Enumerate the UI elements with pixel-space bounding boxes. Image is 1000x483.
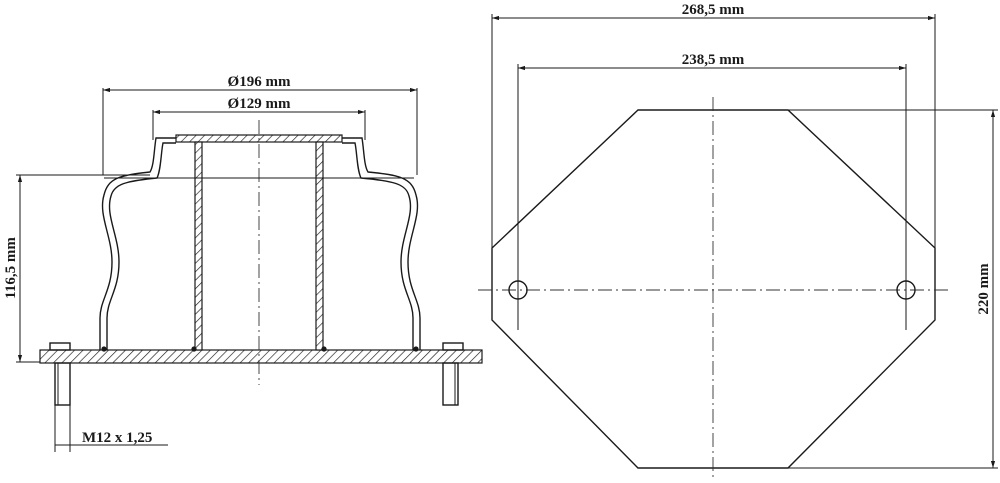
dim-overall-width-label: 268,5 mm [682, 2, 745, 18]
dim-overall-width: 268,5 mm [491, 2, 936, 250]
dim-height: 116,5 mm [3, 174, 150, 363]
weld [321, 346, 327, 352]
dim-thread-label: M12 x 1,25 [82, 430, 152, 446]
dim-inner-diameter: Ø129 mm [152, 96, 366, 140]
dim-inner-diameter-label: Ø129 mm [228, 96, 291, 112]
dim-top-height: 220 mm [788, 109, 998, 469]
right-bolt [442, 342, 464, 406]
base-plate [39, 349, 483, 364]
left-bolt [49, 342, 71, 406]
tube-left-wall [194, 141, 203, 351]
weld [191, 346, 197, 352]
bellows-left-wall [99, 137, 176, 350]
dim-hole-spacing: 238,5 mm [517, 52, 907, 330]
weld [413, 346, 419, 352]
dim-outer-diameter: Ø196 mm [102, 74, 418, 175]
dim-thread: M12 x 1,25 [54, 405, 168, 452]
dim-top-height-label: 220 mm [976, 263, 992, 315]
dim-height-label: 116,5 mm [3, 237, 19, 299]
side-view: Ø196 mm Ø129 mm 116,5 mm M12 x 1,25 [3, 74, 483, 452]
bellows-right-inner [342, 142, 414, 350]
dim-outer-diameter-label: Ø196 mm [228, 74, 291, 90]
bellows-right-wall [342, 137, 421, 350]
weld [101, 346, 107, 352]
dim-hole-spacing-label: 238,5 mm [682, 52, 745, 68]
top-view: 268,5 mm 238,5 mm 220 mm [478, 2, 998, 480]
octagon-plate [491, 109, 936, 469]
tube-right-wall [315, 141, 324, 351]
bellows-left-inner [106, 142, 176, 350]
